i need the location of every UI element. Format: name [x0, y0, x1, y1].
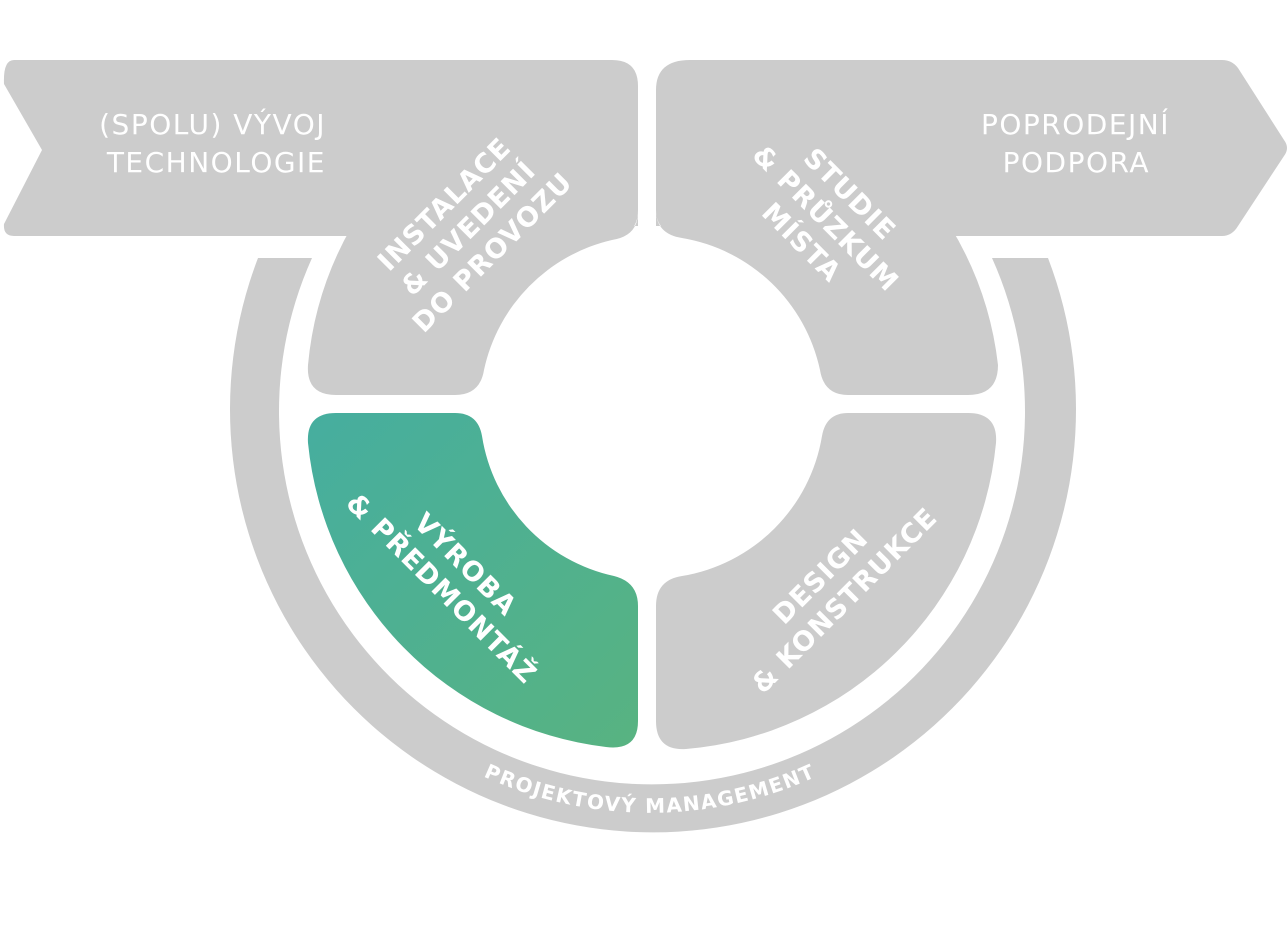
segment-top-left[interactable] — [307, 212, 638, 395]
left-arrow-line1: (SPOLU) VÝVOJ — [99, 107, 326, 141]
left-arrow-banner — [3, 60, 638, 236]
right-arrow-line1: POPRODEJNÍ — [981, 107, 1170, 141]
right-arrow-banner — [656, 60, 1287, 236]
segment-top-right[interactable] — [656, 210, 998, 395]
right-arrow-line2: PODPORA — [1003, 146, 1150, 179]
segment-bottom-left[interactable] — [307, 413, 638, 748]
segment-bottom-right[interactable] — [656, 413, 997, 750]
left-arrow-line2: TECHNOLOGIE — [106, 146, 326, 179]
